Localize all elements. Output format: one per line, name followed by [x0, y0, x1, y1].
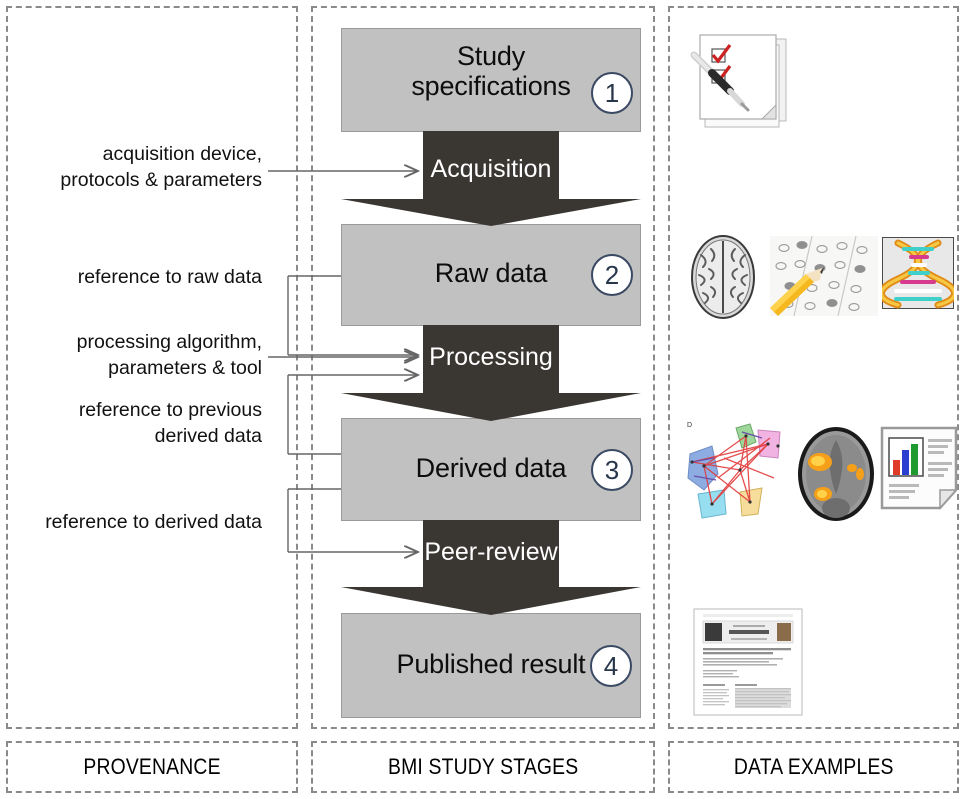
- stage-badge-4: 4: [590, 645, 632, 687]
- provenance-note-processing: processing algorithm, parameters & tool: [40, 330, 262, 381]
- report-chart-icon: [880, 426, 958, 510]
- legend-data-examples: DATA EXAMPLES: [668, 741, 959, 793]
- stage-badge-2: 2: [591, 254, 633, 296]
- panel-data-examples: [668, 6, 959, 729]
- note-line-1: acquisition device,: [102, 143, 262, 165]
- note-line-1: reference to derived data: [45, 511, 262, 533]
- arrow-shape: [341, 131, 641, 226]
- arrow-shape: [341, 520, 641, 615]
- panel-bmi-study-stages: [311, 6, 655, 729]
- legend-label-provenance: PROVENANCE: [83, 754, 221, 779]
- stage-arrow-peer-review[interactable]: [341, 520, 641, 615]
- data-example-report-with-bar-chart: [878, 422, 960, 512]
- data-example-pencil-answer-sheet: [770, 235, 878, 317]
- stage-label-published-result: Published result: [396, 649, 586, 679]
- provenance-note-previous-derived-data: reference to previous derived data: [30, 398, 262, 449]
- data-example-checklist-with-pen: [690, 25, 810, 130]
- data-example-dna-double-helix: [878, 236, 958, 310]
- note-line-2: parameters & tool: [108, 356, 262, 379]
- panel-provenance: [6, 6, 298, 729]
- legend-bmi-study-stages: BMI STUDY STAGES: [311, 741, 655, 793]
- svg-text:D: D: [687, 422, 692, 429]
- provenance-note-derived-data: reference to derived data: [22, 510, 262, 536]
- stage-arrow-acquisition[interactable]: [341, 131, 641, 226]
- stage-badge-3: 3: [591, 449, 633, 491]
- network-graph-icon: D: [687, 422, 781, 519]
- provenance-note-acquisition: acquisition device, protocols & paramete…: [40, 142, 262, 193]
- stage-badge-1: 1: [591, 72, 633, 114]
- note-line-1: reference to raw data: [77, 266, 262, 288]
- answer-sheet-icon: [770, 235, 878, 317]
- pencil-icon: [770, 267, 824, 316]
- note-line-1: reference to previous: [78, 399, 262, 421]
- article-page-icon: [693, 608, 803, 716]
- data-example-journal-article-page: [693, 608, 803, 716]
- stage-box-study-specifications[interactable]: Study specifications: [341, 28, 641, 132]
- legend-label-data-examples: DATA EXAMPLES: [733, 754, 894, 779]
- arrow-shape: [341, 325, 641, 421]
- dna-icon: [878, 236, 958, 310]
- provenance-note-raw-data: reference to raw data: [40, 265, 262, 291]
- fmri-brain-icon: [798, 427, 874, 521]
- data-example-fmri-activation-brain: [790, 424, 882, 524]
- checklist-icon: [690, 34, 787, 128]
- legend-provenance: PROVENANCE: [6, 741, 298, 793]
- note-line-1: processing algorithm,: [76, 331, 262, 353]
- stage-label-derived-data: Derived data: [415, 453, 567, 483]
- stage-arrow-processing[interactable]: [341, 325, 641, 421]
- stage-label-raw-data: Raw data: [434, 258, 548, 288]
- data-example-brain-mri-axial: [687, 233, 759, 321]
- brain-mri-icon: [691, 235, 755, 319]
- note-line-2: derived data: [154, 424, 262, 447]
- legend-label-bmi-study-stages: BMI STUDY STAGES: [387, 754, 579, 779]
- note-line-2: protocols & parameters: [60, 168, 262, 191]
- stage-label-study-specifications: Study specifications: [411, 41, 571, 102]
- data-example-connectivity-network-graph: D: [684, 418, 796, 524]
